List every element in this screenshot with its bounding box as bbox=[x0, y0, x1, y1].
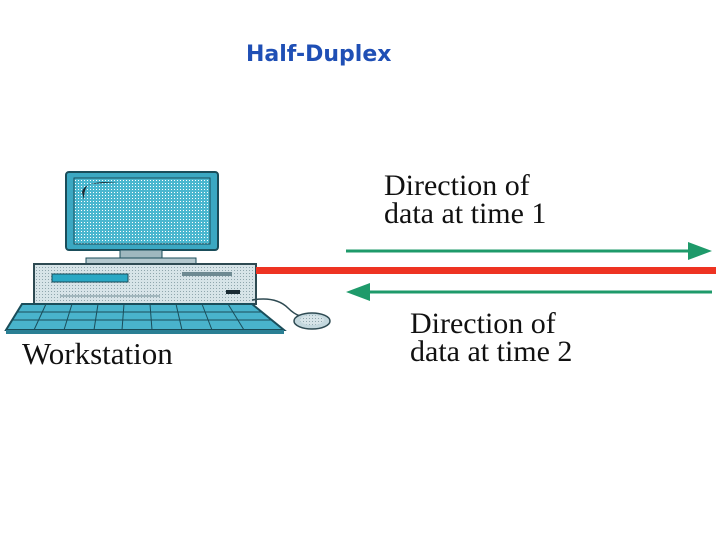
workstation-icon bbox=[4, 171, 331, 334]
slide-title: Half-Duplex bbox=[246, 42, 392, 67]
direction-time-1-line1: Direction of bbox=[384, 169, 530, 202]
direction-time-1-line2: data at time 1 bbox=[384, 197, 547, 230]
monitor-icon bbox=[65, 171, 219, 265]
arrow-left-icon bbox=[346, 283, 712, 301]
direction-time-2-line2: data at time 2 bbox=[410, 335, 573, 368]
keyboard-icon bbox=[4, 303, 287, 334]
direction-time-1-label: Direction of data at time 1 bbox=[384, 169, 547, 230]
workstation-label: Workstation bbox=[22, 336, 173, 371]
mouse-icon bbox=[251, 298, 331, 330]
computer-case-icon bbox=[33, 263, 257, 305]
arrow-right-icon bbox=[346, 242, 712, 260]
transmission-line bbox=[256, 267, 716, 274]
direction-time-2-label: Direction of data at time 2 bbox=[410, 307, 573, 368]
direction-time-2-line1: Direction of bbox=[410, 307, 556, 340]
